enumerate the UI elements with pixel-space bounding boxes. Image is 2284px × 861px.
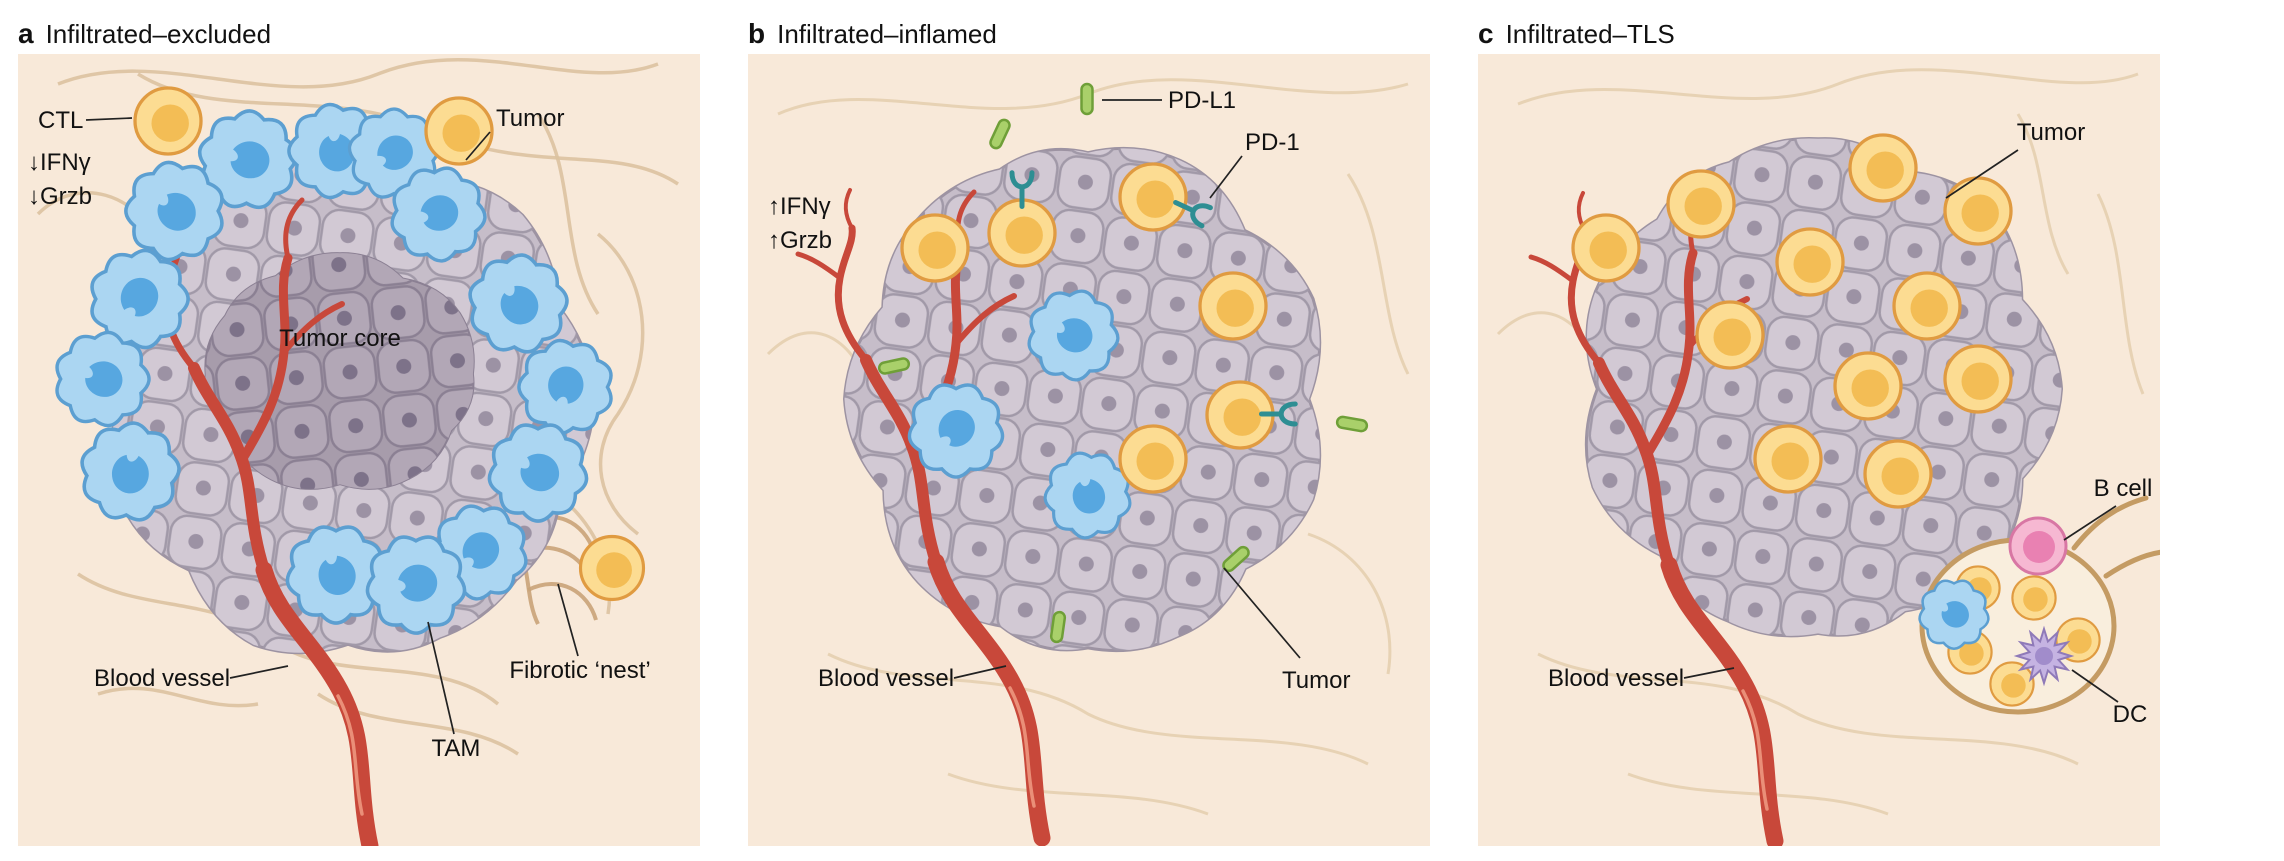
pd-l1-molecule	[1080, 82, 1094, 116]
panel-a: a Infiltrated–excluded	[18, 14, 700, 846]
ctl-cell	[578, 534, 646, 602]
ctl-cell	[1198, 271, 1268, 341]
fibrotic-nest-strand	[527, 582, 598, 621]
blood-vessel-leader-line	[953, 665, 1007, 679]
ctl-cell	[1943, 344, 2013, 414]
panel-a-annotations: CTL ↓IFNγ ↓Grzb Tumor Tumor core Blood v…	[28, 105, 651, 762]
ctl-label: CTL	[38, 107, 83, 134]
blood-vessel-label: Blood vessel	[1548, 665, 1684, 692]
pd-l1-molecule	[987, 116, 1013, 152]
tumor-label: Tumor	[2017, 119, 2085, 146]
panel-c-letter: c	[1478, 18, 1494, 49]
panel-c-title: Infiltrated–TLS	[1505, 18, 1675, 49]
ctl-cell	[1571, 213, 1641, 283]
blood-vessel-label: Blood vessel	[94, 665, 230, 692]
fibrotic-strands	[1496, 68, 2145, 816]
fibrotic-nest-leader-line	[557, 583, 579, 657]
ctl-cell	[1833, 351, 1903, 421]
ctl-cell	[900, 213, 970, 283]
tumor-mass	[1584, 137, 2064, 638]
panel-b-annotations: PD-L1 PD-1 ↑IFNγ ↑Grzb Blood vessel Tumo…	[768, 87, 1350, 694]
tls-t-cell	[2011, 575, 2057, 621]
blood-vessel-leader-line	[229, 665, 289, 679]
ctl-cell	[1863, 439, 1933, 509]
ctl-cell	[1695, 300, 1765, 370]
b-cell	[2008, 516, 2068, 576]
ctl-cell	[424, 96, 494, 166]
panel-a-letter: a	[18, 18, 34, 49]
panel-a-header: a Infiltrated–excluded	[18, 14, 700, 54]
ctl-cell	[1943, 176, 2013, 246]
ctl-cell	[1118, 162, 1188, 232]
ctl-cell	[987, 198, 1057, 268]
ctl-cell	[1848, 133, 1918, 203]
tumor-core	[204, 252, 475, 490]
tls-stalk	[2103, 549, 2160, 579]
panel-b-header: b Infiltrated–inflamed	[748, 14, 1430, 54]
panel-a-title: Infiltrated–excluded	[45, 18, 272, 49]
panel-c: c Infiltrated–TLS	[1478, 14, 2160, 846]
blood-vessel-leader-line	[1683, 667, 1735, 679]
pd-l1-molecule	[1335, 414, 1369, 434]
panel-b: b Infiltrated–inflamed	[748, 14, 1430, 846]
blood-vessel-label: Blood vessel	[818, 665, 954, 692]
tumor-leader-line	[465, 131, 491, 161]
ifng-label: ↑IFNγ	[768, 193, 831, 220]
panel-b-art: PD-L1 PD-1 ↑IFNγ ↑Grzb Blood vessel Tumo…	[748, 54, 1430, 846]
dc-leader-line	[2071, 669, 2119, 703]
tumor-leader-line	[1223, 567, 1301, 659]
ifng-label: ↓IFNγ	[28, 149, 91, 176]
b-cell-leader-line	[2063, 505, 2117, 541]
ctl-cell	[133, 86, 203, 156]
tumor-mass	[842, 146, 1322, 653]
dc-label: DC	[2113, 701, 2148, 728]
pd-1-leader-line	[1209, 155, 1243, 199]
tam-label: TAM	[432, 735, 481, 762]
panel-c-art: Tumor Blood vessel B cell DC	[1478, 54, 2160, 846]
grzb-label: ↓Grzb	[28, 183, 92, 210]
panel-c-header: c Infiltrated–TLS	[1478, 14, 2160, 54]
ctl-leader-line	[85, 117, 133, 121]
panel-a-art: CTL ↓IFNγ ↓Grzb Tumor Tumor core Blood v…	[18, 54, 700, 846]
tumor-leader-line	[1945, 149, 2019, 199]
pd-1-label: PD-1	[1245, 129, 1300, 156]
grzb-label: ↑Grzb	[768, 227, 832, 254]
ctl-cell	[1666, 169, 1736, 239]
b-cell-label: B cell	[2094, 475, 2153, 502]
panel-c-annotations: Tumor Blood vessel B cell DC	[1548, 119, 2152, 728]
tumor-core-label: Tumor core	[279, 325, 401, 352]
ctl-cell	[1753, 424, 1823, 494]
pd-l1-label: PD-L1	[1168, 87, 1236, 114]
panel-b-title: Infiltrated–inflamed	[777, 18, 997, 49]
ctl-cell	[1118, 424, 1188, 494]
tls-stalk	[2071, 495, 2149, 551]
tumor-label: Tumor	[1282, 667, 1350, 694]
panel-b-letter: b	[748, 18, 766, 49]
tumor-label: Tumor	[496, 105, 564, 132]
tam-leader-line	[427, 621, 455, 735]
ctl-cell	[1892, 271, 1962, 341]
ctl-cell	[1775, 227, 1845, 297]
tertiary-lymphoid-structure	[1905, 495, 2160, 715]
fibrotic-nest-label: Fibrotic ‘nest’	[509, 657, 650, 684]
